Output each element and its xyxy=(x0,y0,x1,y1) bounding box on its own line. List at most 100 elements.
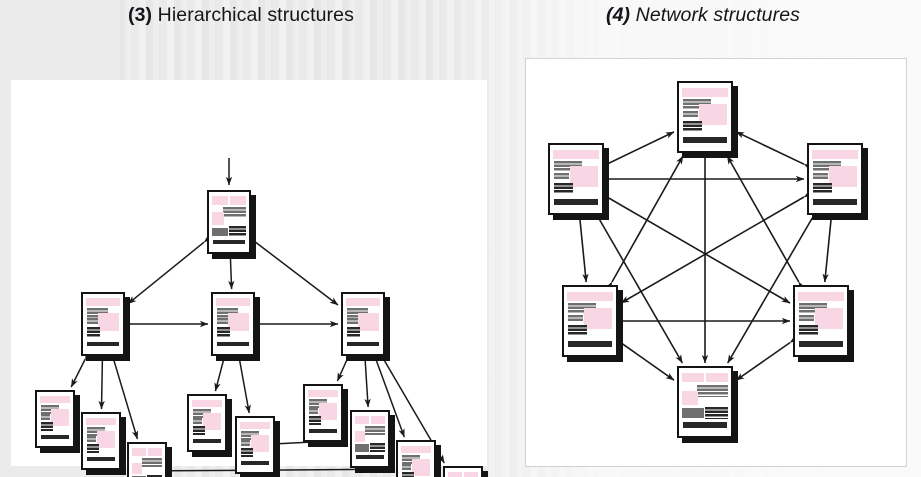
text-lines-gray xyxy=(192,418,203,424)
edge-root-mid-1 xyxy=(127,234,213,305)
document-node-mid-3[interactable] xyxy=(341,292,390,361)
footer-bar xyxy=(86,457,116,461)
accent-block xyxy=(39,396,71,403)
edge-mid-3-leaf-6 xyxy=(336,350,354,382)
document-node-mid-2[interactable] xyxy=(211,292,260,361)
accent-block xyxy=(85,418,117,425)
accent-block xyxy=(682,391,698,406)
document-node-net-left-upper[interactable] xyxy=(548,143,609,220)
document-node-net-left-lower[interactable] xyxy=(562,285,623,362)
accent-block xyxy=(212,212,224,225)
edge-net-right-upper-net-top xyxy=(735,131,813,171)
document-content xyxy=(191,398,223,448)
text-lines-gray xyxy=(308,399,328,408)
document-node-leaf-9[interactable] xyxy=(443,466,488,477)
document-node-leaf-8[interactable] xyxy=(396,440,441,477)
document-node-leaf-5[interactable] xyxy=(235,416,280,477)
accent-block xyxy=(553,149,599,159)
hierarchical-diagram-canvas xyxy=(11,80,488,477)
document-node-leaf-4[interactable] xyxy=(187,394,232,457)
text-lines-gray xyxy=(683,99,712,110)
document-node-net-bottom[interactable] xyxy=(677,366,738,443)
document-content xyxy=(39,394,71,444)
document-node-leaf-1[interactable] xyxy=(35,390,80,453)
accent-block xyxy=(411,459,431,476)
text-lines-gray xyxy=(799,303,828,314)
accent-block xyxy=(239,422,271,429)
accent-block xyxy=(98,312,120,332)
text-lines-gray xyxy=(192,409,212,418)
accent-block xyxy=(307,390,339,397)
panel-hierarchical xyxy=(11,80,488,477)
document-node-net-right-upper[interactable] xyxy=(807,143,868,220)
accent-block xyxy=(250,435,270,452)
footer-bar xyxy=(212,239,246,245)
document-content xyxy=(797,289,845,353)
text-lines-dark xyxy=(401,472,414,477)
document-node-mid-1[interactable] xyxy=(81,292,130,361)
document-content xyxy=(215,296,251,352)
footer-bar xyxy=(216,341,250,347)
network-edges-layer xyxy=(575,131,836,382)
document-node-root[interactable] xyxy=(207,190,256,259)
accent-block xyxy=(354,416,370,424)
text-lines-gray xyxy=(346,308,368,318)
text-lines-dark xyxy=(86,327,101,337)
text-lines-gray xyxy=(683,110,698,119)
document-content xyxy=(211,194,247,250)
text-lines-gray xyxy=(141,458,163,467)
text-lines-dark xyxy=(308,416,321,425)
document-content xyxy=(131,446,163,477)
accent-block xyxy=(400,446,432,453)
document-content xyxy=(400,444,432,477)
document-content xyxy=(681,370,729,434)
text-lines-gray xyxy=(346,318,358,326)
text-lines-dark xyxy=(86,444,99,453)
document-node-leaf-3[interactable] xyxy=(127,442,172,477)
footer-bar xyxy=(683,137,727,143)
text-lines-dark xyxy=(683,120,702,132)
accent-block xyxy=(131,448,147,456)
accent-block xyxy=(812,149,858,159)
accent-block xyxy=(682,372,704,383)
text-lines-dark xyxy=(192,426,205,435)
document-content xyxy=(239,420,271,470)
document-node-net-right-lower[interactable] xyxy=(793,285,854,362)
document-page xyxy=(187,394,227,452)
text-lines-dark xyxy=(370,443,386,452)
text-lines-gray xyxy=(40,414,51,420)
accent-block xyxy=(567,291,613,301)
document-page xyxy=(81,412,121,470)
document-page xyxy=(35,390,75,448)
panel-number-4: (4) xyxy=(606,4,631,26)
document-node-leaf-2[interactable] xyxy=(81,412,126,475)
text-lines-gray xyxy=(216,308,238,318)
edge-net-left-upper-net-right-lower xyxy=(598,190,791,304)
document-node-net-top[interactable] xyxy=(677,81,738,158)
footer-bar xyxy=(40,435,70,439)
accent-block xyxy=(50,409,70,426)
document-node-leaf-7[interactable] xyxy=(350,410,395,473)
accent-block xyxy=(216,298,250,307)
document-page xyxy=(207,190,251,254)
document-page xyxy=(350,410,390,468)
text-lines-dark xyxy=(229,226,246,237)
text-lines-dark xyxy=(147,475,163,477)
text-lines-gray xyxy=(364,426,386,435)
document-node-leaf-6[interactable] xyxy=(303,384,348,447)
text-lines-gray xyxy=(308,408,319,414)
accent-block xyxy=(698,104,727,126)
accent-block xyxy=(191,400,223,407)
document-page xyxy=(235,416,275,474)
footer-bar xyxy=(86,341,120,347)
panel-number-3: (3) xyxy=(128,4,153,26)
accent-block xyxy=(828,166,857,188)
document-content xyxy=(447,470,479,477)
edge-root-mid-2 xyxy=(226,248,235,290)
accent-block xyxy=(814,308,843,330)
panel-title-hierarchical: (3) Hierarchical structures xyxy=(128,4,354,27)
document-page xyxy=(443,466,483,477)
document-page xyxy=(677,81,733,153)
text-lines-dark xyxy=(705,407,728,419)
footer-bar xyxy=(346,341,380,347)
